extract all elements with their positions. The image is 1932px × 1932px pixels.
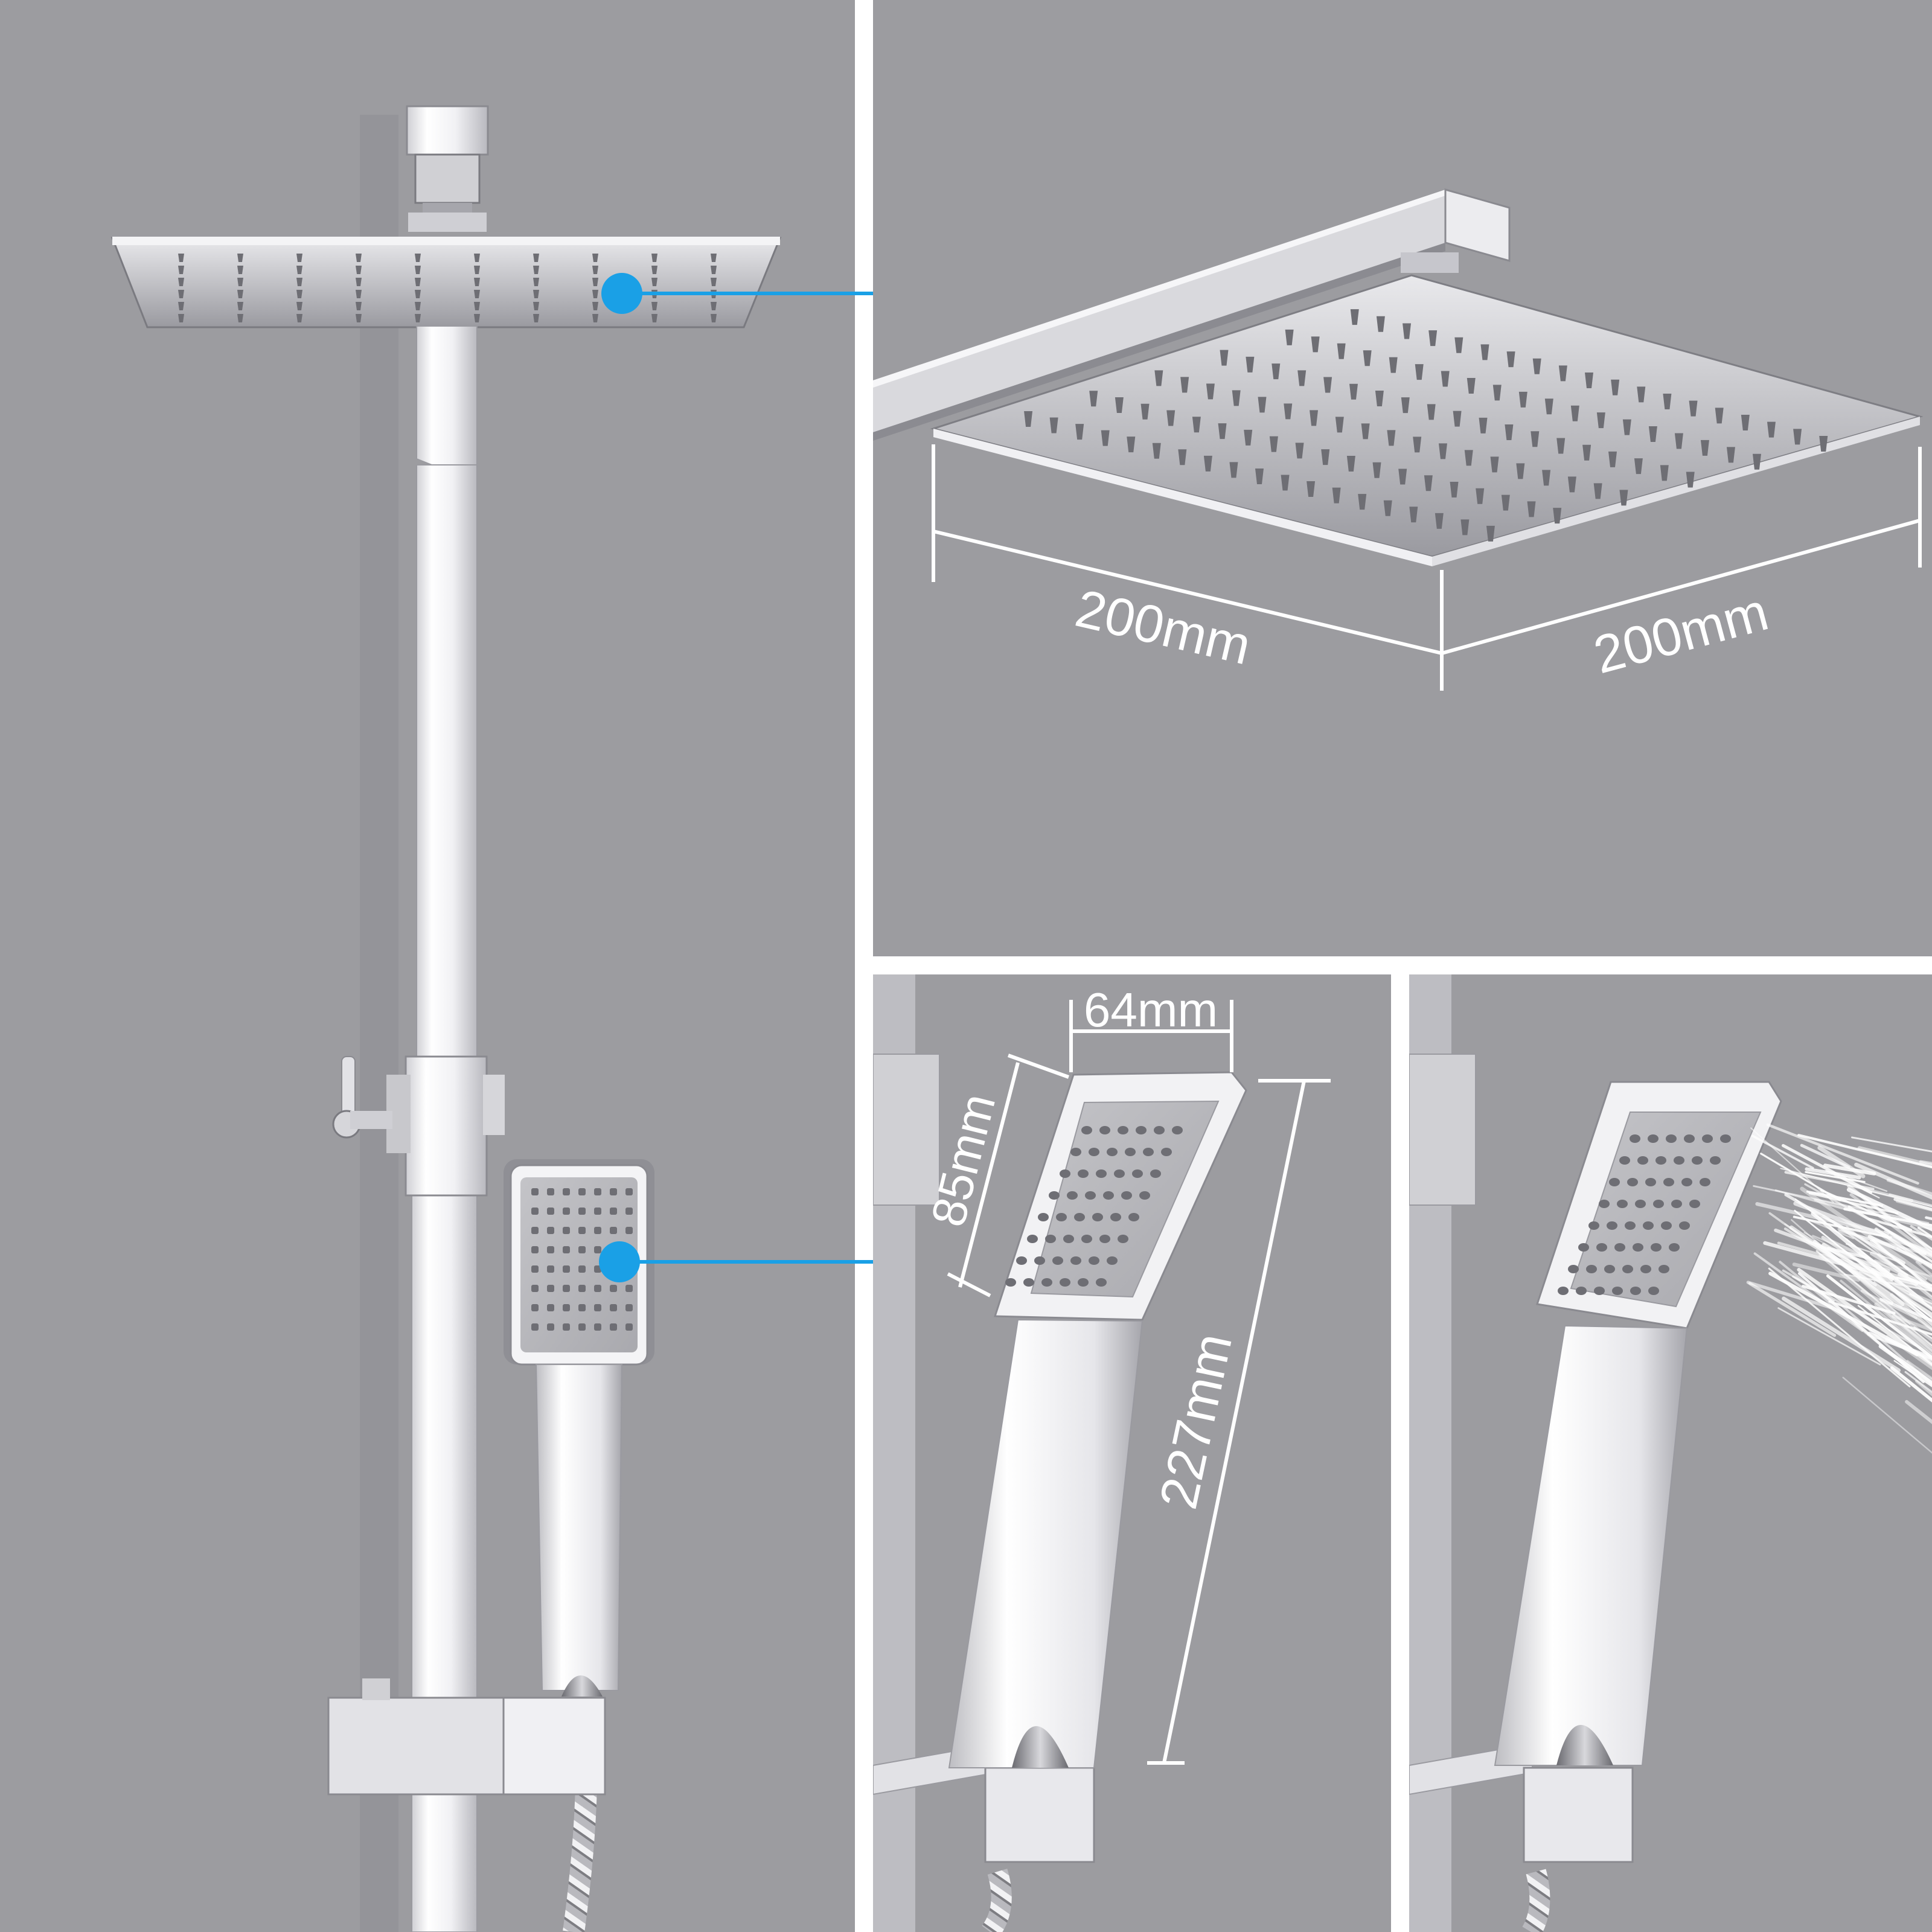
rain-head-dimensions: [932, 444, 1922, 691]
hand-shower-width-label: 64mm: [1084, 983, 1218, 1037]
overview-shower-system: [110, 105, 873, 1932]
rain-shower-head: [110, 237, 782, 328]
rain-head-callout: [601, 273, 873, 314]
hand-shower-closeup: 64mm 85mm 227mm: [873, 974, 1331, 1932]
hand-shower-spray-closeup: [1409, 974, 1932, 1932]
hand-shower-dimensions: [947, 1000, 1331, 1765]
ceiling-connector: [406, 105, 489, 156]
riser-pipe: [416, 325, 478, 484]
rain-head-closeup: 200mm 200mm: [873, 188, 1924, 691]
water-spray: [1746, 1123, 1932, 1454]
rain-head-nozzles: [178, 254, 717, 322]
hand-shower-callout: [599, 1241, 873, 1282]
diverter-block: [405, 1055, 488, 1197]
overview-hand-shower: [504, 1159, 654, 1697]
